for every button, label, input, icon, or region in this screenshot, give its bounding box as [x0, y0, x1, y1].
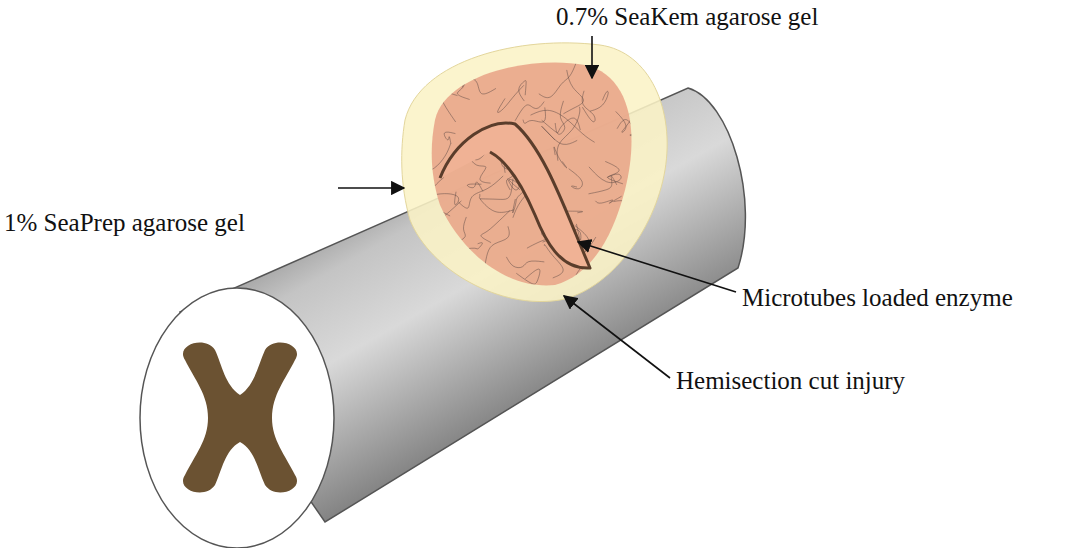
fiber-stroke [590, 289, 623, 298]
callout-label: Microtubes loaded enzyme [742, 283, 1013, 313]
fiber-stroke [459, 243, 482, 250]
fiber-stroke [437, 236, 468, 285]
fiber-stroke [456, 217, 466, 253]
fiber-stroke [485, 226, 510, 268]
fiber-stroke [595, 196, 621, 203]
fiber-stroke [425, 178, 450, 216]
fiber-stroke [429, 216, 448, 256]
fiber-stroke [498, 85, 524, 112]
fiber-stroke [454, 267, 474, 279]
fiber-stroke [569, 169, 583, 189]
fiber-stroke [605, 161, 623, 183]
fiber-stroke [467, 182, 483, 191]
fiber-stroke [519, 81, 526, 101]
leader-arrow [578, 242, 736, 292]
fiber-stroke [516, 269, 540, 284]
callout-label: 0.7% SeaKem agarose gel [556, 2, 818, 32]
fiber-stroke [582, 91, 595, 122]
fiber-stroke [539, 63, 576, 97]
fiber-stroke [590, 91, 608, 111]
fiber-stroke [617, 120, 635, 136]
fiber-stroke [428, 192, 459, 205]
fiber-stroke [458, 176, 503, 208]
fiber-stroke [616, 105, 632, 132]
fiber-stroke [563, 70, 583, 114]
leader-arrow [338, 187, 404, 189]
fiber-stroke [479, 194, 513, 212]
fiber-stroke [523, 107, 545, 123]
fiber-stroke [513, 192, 524, 213]
fiber-stroke [557, 107, 580, 161]
fiber-stroke [462, 79, 496, 94]
fiber-stroke [431, 259, 457, 279]
cord-cross-section [140, 288, 334, 548]
outer-gel [402, 43, 667, 302]
fiber-stroke [554, 147, 567, 168]
fiber-stroke [531, 110, 595, 142]
fiber-stroke [630, 135, 651, 159]
fiber-stroke [422, 76, 452, 118]
gray-matter [183, 343, 297, 493]
leader-arrow [564, 296, 670, 378]
fiber-stroke [614, 201, 658, 218]
fiber-stroke [555, 101, 565, 134]
hemisection-cut [440, 123, 590, 268]
fiber-stroke [456, 15, 493, 60]
fiber-stroke [410, 91, 455, 122]
fiber-stroke [588, 176, 616, 194]
fiber-stroke [506, 257, 544, 268]
fiber-stroke [436, 74, 457, 96]
callout-label: 1% SeaPrep agarose gel [4, 208, 245, 238]
inner-gel [432, 62, 632, 285]
fiber-stroke [457, 73, 475, 100]
leader-arrow [591, 36, 593, 78]
fiber-stroke [589, 167, 621, 183]
fiber-stroke [425, 220, 441, 232]
fiber-stroke [444, 132, 455, 143]
fiber-stroke [542, 118, 581, 133]
fiber-stroke [481, 211, 510, 243]
callout-label: Hemisection cut injury [676, 366, 905, 396]
